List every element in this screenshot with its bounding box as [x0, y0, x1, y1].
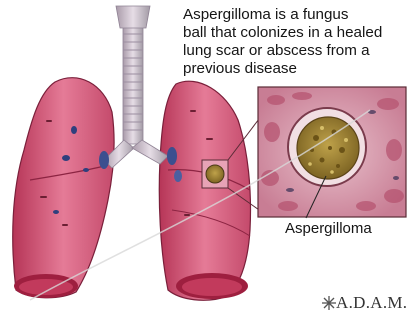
caption-line-4: previous disease [183, 60, 407, 78]
aspergilloma-label: Aspergilloma [285, 220, 372, 238]
adam-logo-icon [321, 295, 337, 311]
caption-line-2: ball that colonizes in a healed [183, 24, 407, 42]
adam-logo-text: A.D.A.M. [336, 293, 407, 313]
magnified-inset [258, 87, 406, 218]
trachea [123, 18, 143, 144]
lesion [206, 165, 224, 183]
caption-line-3: lung scar or abscess from a [183, 42, 407, 60]
caption-text: Aspergilloma is a fungus ball that colon… [183, 6, 407, 78]
caption-line-1: Aspergilloma is a fungus [183, 6, 407, 24]
left-lung [13, 78, 114, 298]
right-lung [159, 81, 250, 300]
